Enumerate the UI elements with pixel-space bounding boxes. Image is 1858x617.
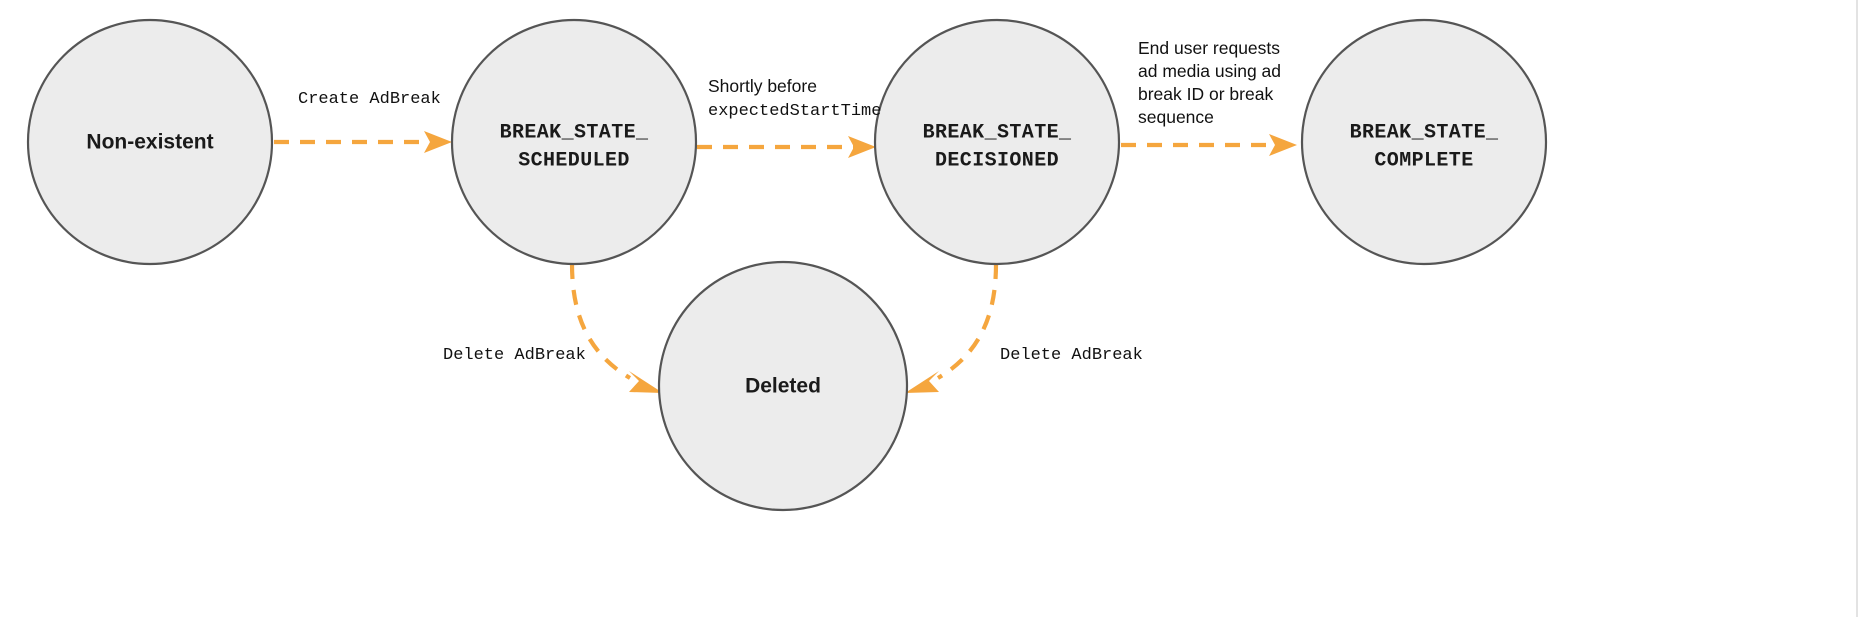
arrowhead-icon: [629, 371, 663, 393]
node-label-break-state-scheduled-line2: SCHEDULED: [518, 149, 630, 172]
arrowhead-icon: [1269, 134, 1297, 156]
node-break-state-scheduled[interactable]: BREAK_STATE_ SCHEDULED: [450, 18, 698, 266]
edge-label-shortly-before-line1: Shortly before: [708, 76, 817, 96]
arrowhead-icon: [905, 371, 939, 393]
node-label-break-state-decisioned-line1: BREAK_STATE_: [923, 121, 1072, 144]
edge-label-delete-adbreak-from-decisioned: Delete AdBreak: [1000, 346, 1143, 365]
arrowhead-icon: [424, 131, 452, 153]
edge-label-end-user-requests-line3: break ID or break: [1138, 84, 1273, 104]
edge-label-end-user-requests-line4: sequence: [1138, 107, 1214, 127]
node-label-non-existent: Non-existent: [86, 131, 213, 154]
edge-shortly-before-expected-start-time: [697, 136, 876, 158]
edge-label-delete-adbreak-from-scheduled: Delete AdBreak: [443, 346, 586, 365]
canvas-right-border: [1856, 0, 1858, 617]
node-break-state-decisioned[interactable]: BREAK_STATE_ DECISIONED: [873, 18, 1121, 266]
edge-line-delete-from-scheduled: [569, 263, 632, 380]
node-deleted[interactable]: Deleted: [657, 260, 909, 512]
node-label-break-state-complete-line1: BREAK_STATE_: [1350, 121, 1499, 144]
edge-label-shortly-before-line2: expectedStartTime: [708, 102, 881, 121]
edge-end-user-requests-ad-media: [1121, 134, 1297, 156]
edge-label-create-adbreak: Create AdBreak: [298, 90, 441, 109]
node-non-existent[interactable]: Non-existent: [26, 18, 274, 266]
node-shape-non-existent[interactable]: [26, 18, 274, 266]
node-break-state-complete[interactable]: BREAK_STATE_ COMPLETE: [1300, 18, 1548, 266]
node-shape-break-state-decisioned[interactable]: [873, 18, 1121, 266]
edge-label-end-user-requests-line2: ad media using ad: [1138, 61, 1281, 81]
node-shape-break-state-scheduled[interactable]: [450, 18, 698, 266]
edge-delete-adbreak-from-scheduled: [569, 263, 663, 393]
edge-create-adbreak: [274, 131, 452, 153]
node-label-break-state-complete-line2: COMPLETE: [1374, 149, 1473, 172]
node-label-break-state-scheduled-line1: BREAK_STATE_: [500, 121, 649, 144]
edge-delete-adbreak-from-decisioned: [905, 263, 999, 393]
node-shape-deleted[interactable]: [657, 260, 909, 512]
arrowhead-icon: [848, 136, 876, 158]
edge-label-end-user-requests-line1: End user requests: [1138, 38, 1280, 58]
node-shape-break-state-complete[interactable]: [1300, 18, 1548, 266]
node-label-deleted: Deleted: [745, 375, 821, 398]
edge-line-delete-from-decisioned: [936, 263, 999, 380]
node-label-break-state-decisioned-line2: DECISIONED: [935, 149, 1059, 172]
